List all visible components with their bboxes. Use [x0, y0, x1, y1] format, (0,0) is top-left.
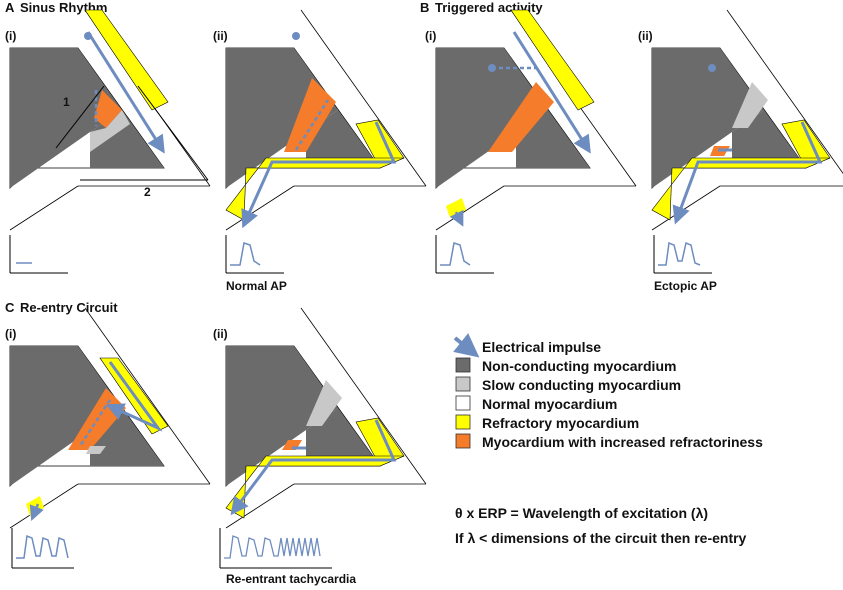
- section-b-letter: B: [420, 0, 429, 15]
- panel-a2-caption: Normal AP: [226, 279, 287, 293]
- panel-b2-diagram: [651, 9, 843, 231]
- section-c-letter: C: [5, 300, 15, 315]
- panel-a1-diagram: [9, 9, 211, 231]
- equation-wavelength: θ x ERP = Wavelength of excitation (λ): [455, 505, 708, 521]
- legend-item-slow-conducting: Slow conducting myocardium: [455, 376, 681, 393]
- legend-label: Non-conducting myocardium: [482, 358, 676, 374]
- panel-a1-trace: [9, 235, 68, 274]
- slow-conducting-swatch: [455, 376, 471, 392]
- dimension-2-label: 2: [144, 185, 151, 199]
- legend-item-refractory: Refractory myocardium: [455, 414, 639, 431]
- legend-item-impulse: Electrical impulse: [453, 333, 601, 358]
- normal-swatch: [455, 395, 471, 411]
- legend-item-increased-refractoriness: Myocardium with increased refractoriness: [455, 433, 763, 450]
- panel-c1-diagram: [9, 307, 211, 529]
- panel-c1-trace: [11, 528, 74, 569]
- increased-refractoriness-swatch: [455, 433, 471, 449]
- panel-a2-trace: [225, 235, 284, 274]
- section-a-letter: A: [5, 0, 15, 15]
- non-conducting-swatch: [455, 357, 471, 373]
- legend: Electrical impulse Non-conducting myocar…: [453, 333, 763, 450]
- panel-b1-diagram: [435, 9, 637, 231]
- impulse-arrow-icon: [453, 333, 480, 358]
- panel-a2-label: (ii): [213, 29, 228, 43]
- panel-a2-diagram: [225, 9, 427, 231]
- panel-c2-trace: [219, 528, 332, 569]
- legend-item-normal: Normal myocardium: [455, 395, 617, 412]
- panel-c2-caption: Re-entrant tachycardia: [226, 572, 356, 586]
- legend-label: Normal myocardium: [482, 396, 617, 412]
- panel-b1-label: (i): [425, 29, 436, 43]
- panel-b1-trace: [435, 235, 494, 274]
- equation-reentry-condition: If λ < dimensions of the circuit then re…: [455, 530, 747, 546]
- refractory-swatch: [455, 414, 471, 430]
- legend-label: Refractory myocardium: [482, 415, 639, 431]
- panel-c1-label: (i): [5, 327, 16, 341]
- legend-item-non-conducting: Non-conducting myocardium: [455, 357, 676, 374]
- legend-label: Slow conducting myocardium: [482, 377, 681, 393]
- panel-b2-caption: Ectopic AP: [654, 279, 717, 293]
- legend-label: Electrical impulse: [482, 339, 601, 355]
- panel-c2-diagram: [225, 307, 427, 529]
- dimension-1-label: 1: [63, 95, 70, 109]
- panel-b2-label: (ii): [638, 29, 653, 43]
- legend-label: Myocardium with increased refractoriness: [482, 434, 763, 450]
- panel-a1-label: (i): [5, 29, 16, 43]
- panel-b2-trace: [653, 235, 712, 274]
- section-c-title: Re-entry Circuit: [20, 300, 118, 315]
- panel-c2-label: (ii): [213, 327, 228, 341]
